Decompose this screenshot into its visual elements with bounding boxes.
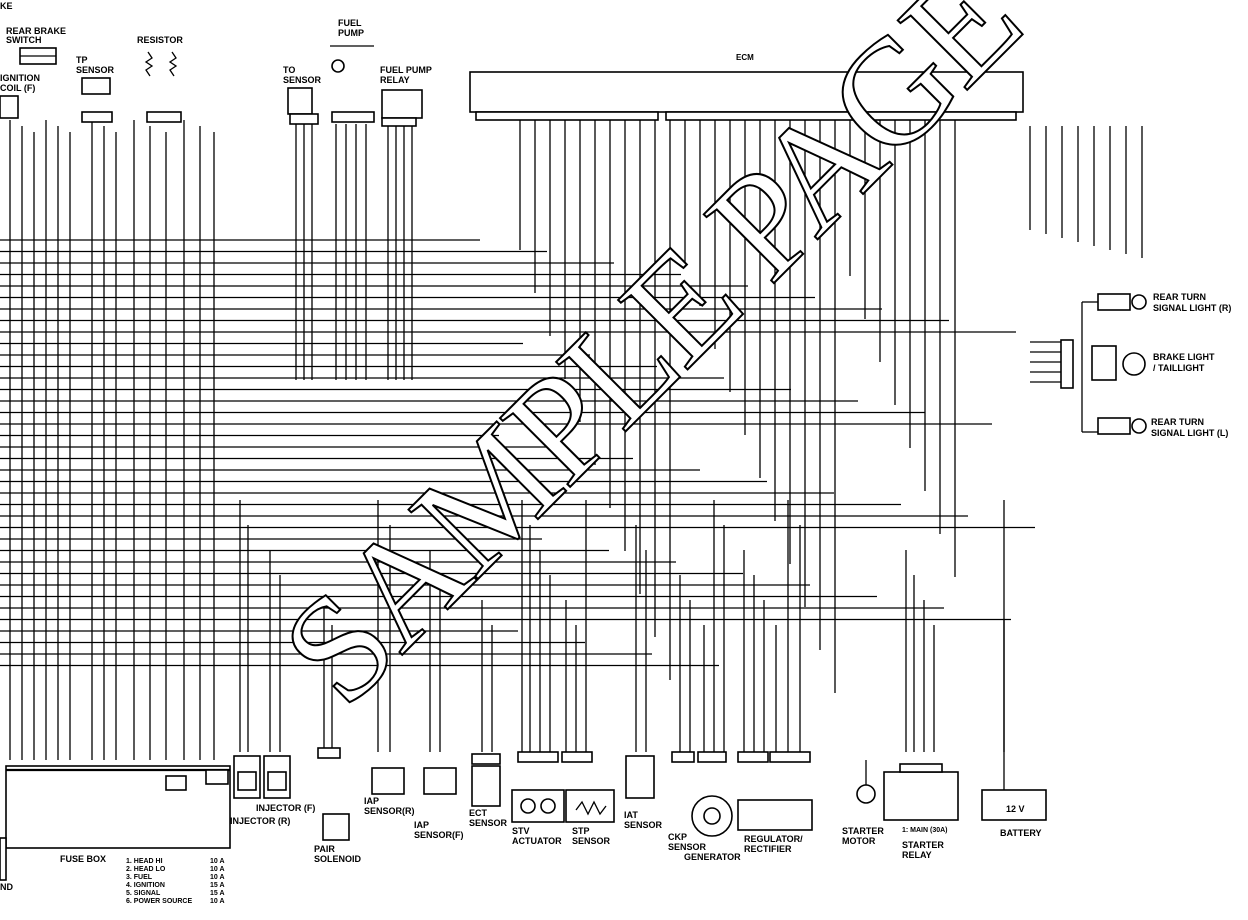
starter-relay-label-2: RELAY (902, 850, 932, 860)
tp-sensor-label-1: TP (76, 55, 88, 65)
regulator-label-2: RECTIFIER (744, 844, 792, 854)
rear-turn-l-label-2: SIGNAL LIGHT (L) (1151, 428, 1228, 438)
fuel-pump-label-1: FUEL (338, 18, 362, 28)
fuse-6-amp: 10 A (210, 898, 225, 905)
generator-label: GENERATOR (684, 852, 741, 862)
fuel-pump-relay: FUEL PUMP RELAY (380, 65, 432, 127)
stp-label-2: SENSOR (572, 836, 611, 846)
stv-label-1: STV (512, 826, 530, 836)
fuse-3-amp: 10 A (210, 874, 225, 881)
iap-sensor-r: IAP SENSOR(R) (364, 767, 415, 816)
fuel-pump: FUEL PUMP (330, 18, 375, 123)
horizontal-wire-bundle (0, 239, 1035, 667)
iat-label-2: SENSOR (624, 820, 663, 830)
pair-solenoid-label-1: PAIR (314, 844, 335, 854)
fuse-3: 3. FUEL (126, 874, 153, 881)
stp-label-1: STP (572, 826, 590, 836)
injector-r: INJECTOR (R) (230, 755, 290, 826)
ckp-sensor-generator: CKP SENSOR GENERATOR (668, 751, 741, 862)
tp-sensor: TP SENSOR (76, 55, 115, 123)
ignition-coil-f: IGNITION COIL (F) (0, 73, 40, 119)
fuel-pump-label-2: PUMP (338, 28, 364, 38)
starter-motor-label-1: STARTER (842, 826, 884, 836)
rear-brake-switch-label-1: REAR BRAKE (6, 26, 66, 36)
iap-f-label-1: IAP (414, 820, 429, 830)
battery-voltage: 12 V (1006, 804, 1025, 814)
rear-brake-switch: REAR BRAKE SWITCH (6, 26, 66, 65)
ignition-coil-label-1: IGNITION (0, 73, 40, 83)
resistor-label: RESISTOR (137, 35, 183, 45)
resistor: RESISTOR (137, 35, 183, 123)
ect-label-1: ECT (469, 808, 488, 818)
iap-f-label-2: SENSOR(F) (414, 830, 464, 840)
td-sensor-label-1: TO (283, 65, 295, 75)
brake-light-label-1: BRAKE LIGHT (1153, 352, 1215, 362)
pair-solenoid-label-2: SOLENOID (314, 854, 362, 864)
starter-motor: STARTER MOTOR (842, 784, 884, 846)
vertical-wire-bundle (9, 120, 1143, 790)
ecm: ECM (469, 53, 1024, 121)
fuse-list: 1. HEAD HI 10 A 2. HEAD LO 10 A 3. FUEL … (126, 858, 225, 905)
fuse-1: 1. HEAD HI (126, 858, 163, 865)
ecm-label: ECM (736, 53, 754, 62)
top-fragment-label: KE (0, 1, 13, 11)
fuse-5: 5. SIGNAL (126, 890, 161, 897)
fuse-1-amp: 10 A (210, 858, 225, 865)
stv-actuator: STV ACTUATOR (511, 751, 565, 846)
td-sensor-label-2: SENSOR (283, 75, 322, 85)
iap-r-label-1: IAP (364, 796, 379, 806)
battery: 12 V BATTERY (981, 789, 1047, 838)
starter-motor-label-2: MOTOR (842, 836, 876, 846)
iap-sensor-f: IAP SENSOR(F) (414, 767, 464, 840)
fuse-4: 4. IGNITION (126, 882, 165, 889)
stp-sensor: STP SENSOR (561, 751, 615, 846)
injector-f-label: INJECTOR (F) (256, 803, 315, 813)
tp-sensor-label-2: SENSOR (76, 65, 115, 75)
starter-relay: 1: MAIN (30A) STARTER RELAY (883, 763, 959, 860)
rear-brake-switch-label-2: SWITCH (6, 35, 42, 45)
fuse-2-amp: 10 A (210, 866, 225, 873)
iat-sensor: IAT SENSOR (624, 755, 663, 830)
brake-light-label-2: / TAILLIGHT (1153, 363, 1205, 373)
rear-turn-signal-light-l: REAR TURN SIGNAL LIGHT (L) (1097, 417, 1228, 438)
brake-light-taillight: BRAKE LIGHT / TAILLIGHT (1060, 339, 1215, 389)
battery-label: BATTERY (1000, 828, 1042, 838)
td-sensor: TO SENSOR (283, 65, 322, 125)
injector-f: INJECTOR (F) (256, 755, 315, 813)
starter-relay-label-1: STARTER (902, 840, 944, 850)
injector-r-label: INJECTOR (R) (230, 816, 290, 826)
main-fuse-label: 1: MAIN (30A) (902, 827, 948, 834)
ect-sensor: ECT SENSOR (469, 753, 508, 828)
rear-turn-r-label-1: REAR TURN (1153, 292, 1206, 302)
stv-label-2: ACTUATOR (512, 836, 562, 846)
regulator-label-1: REGULATOR/ (744, 834, 803, 844)
fuse-box-label: FUSE BOX (60, 854, 106, 864)
iat-label-1: IAT (624, 810, 638, 820)
iap-r-label-2: SENSOR(R) (364, 806, 415, 816)
ignition-coil-label-2: COIL (F) (0, 83, 35, 93)
fuel-pump-relay-label-2: RELAY (380, 75, 410, 85)
rear-turn-l-label-1: REAR TURN (1151, 417, 1204, 427)
fuse-5-amp: 15 A (210, 890, 225, 897)
fuse-6: 6. POWER SOURCE (126, 898, 192, 905)
rear-turn-signal-light-r: REAR TURN SIGNAL LIGHT (R) (1097, 292, 1231, 313)
fragment-left-label: ND (0, 882, 13, 892)
pair-solenoid: PAIR SOLENOID (314, 747, 362, 864)
fuse-4-amp: 15 A (210, 882, 225, 889)
rear-turn-r-label-2: SIGNAL LIGHT (R) (1153, 303, 1231, 313)
fuse-box: FUSE BOX 1. HEAD HI 10 A 2. HEAD LO 10 A… (5, 765, 231, 905)
regulator-rectifier: REGULATOR/ RECTIFIER (737, 751, 813, 854)
ect-label-2: SENSOR (469, 818, 508, 828)
fuel-pump-relay-label-1: FUEL PUMP (380, 65, 432, 75)
ckp-label-2: SENSOR (668, 842, 707, 852)
ckp-label-1: CKP (668, 832, 687, 842)
fuse-2: 2. HEAD LO (126, 866, 166, 873)
